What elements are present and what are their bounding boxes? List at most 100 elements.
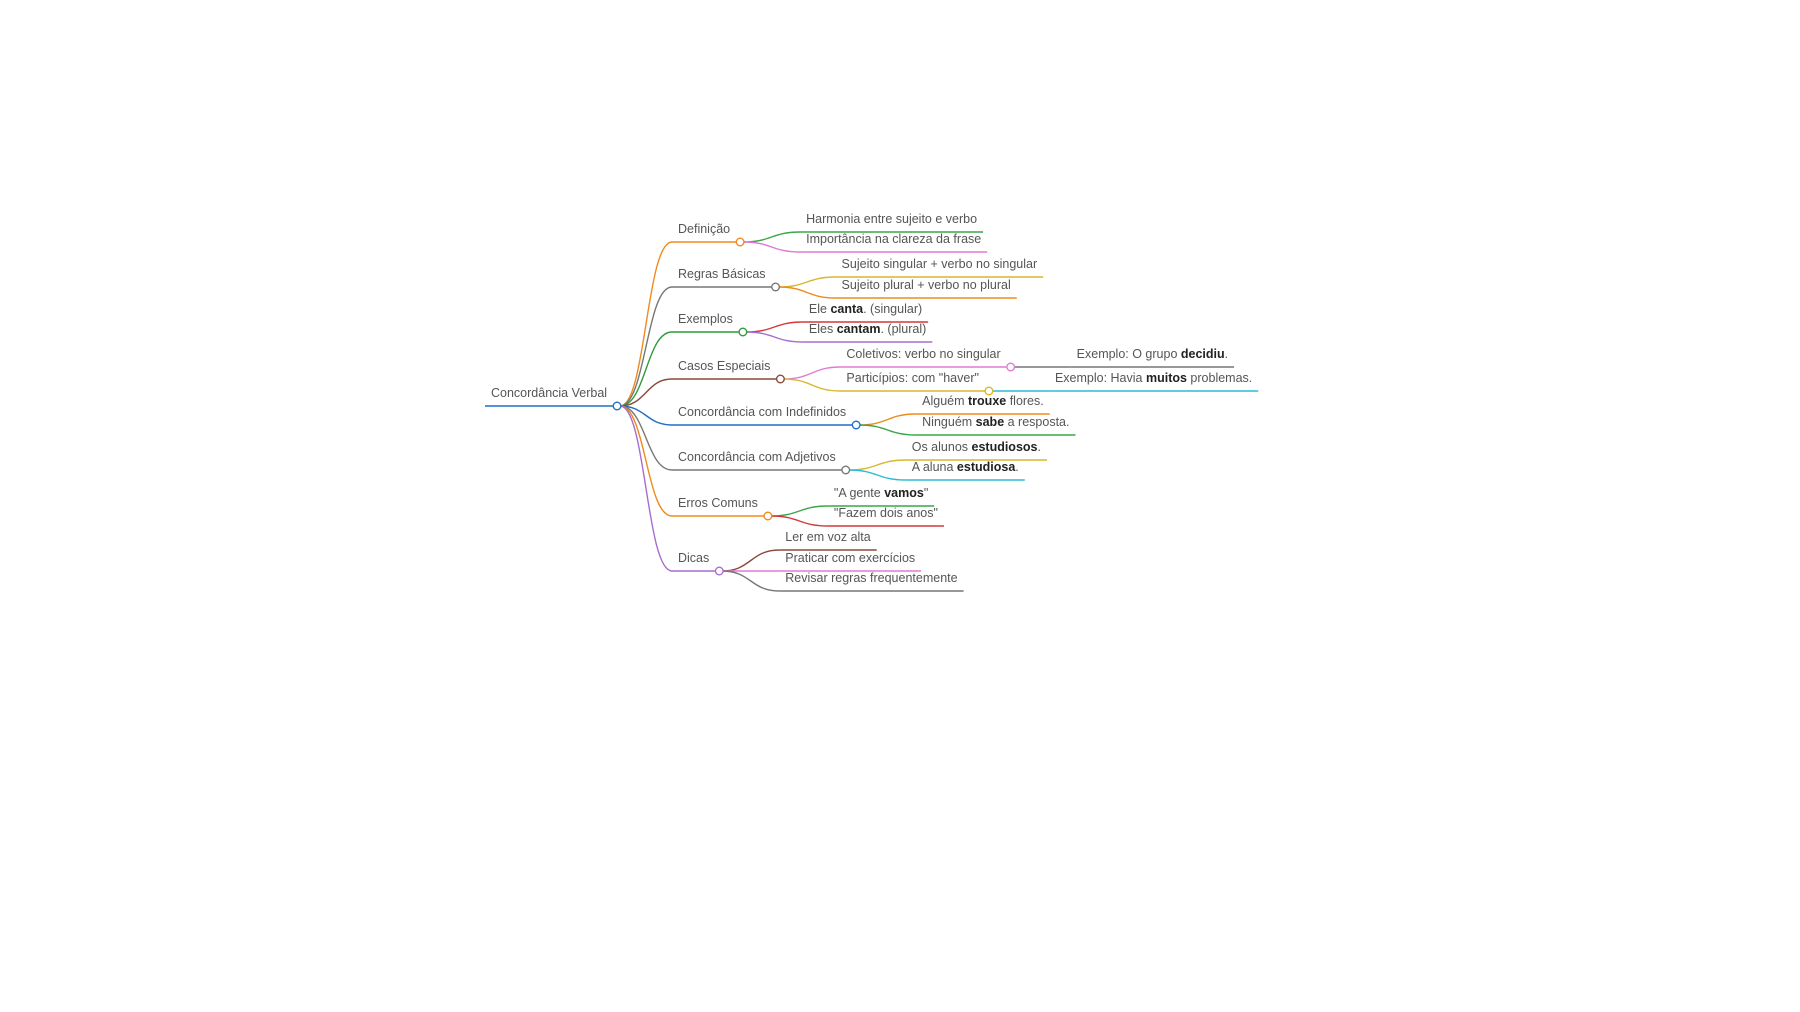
branch-7-toggle-knob[interactable] <box>763 511 773 521</box>
branch-7-child-1-label-part: vamos <box>884 486 924 500</box>
branch-6-label: Concordância com Adjetivos <box>678 450 836 464</box>
branch-8-child-2-label: Praticar com exercícios <box>785 551 915 565</box>
branch-3-child-2-label: Eles cantam. (plural) <box>809 322 926 336</box>
branch-5-child-2-label-part: a resposta. <box>1004 415 1069 429</box>
branch-4-child-2-connector <box>783 378 841 392</box>
branch-3-child-2-label-part: . (plural) <box>880 322 926 336</box>
branch-6-child-1-connector <box>848 459 906 471</box>
branch-7-child-1-label-part: " <box>924 486 928 500</box>
node-layer: Concordância Verbal Definição Harmonia ent… <box>491 212 1252 585</box>
branch-3-child-1-connector <box>745 321 803 333</box>
branch-4-child-1-child-1-label-part: decidiu <box>1181 347 1225 361</box>
branch-3-child-1-label-part: canta <box>830 302 864 316</box>
branch-7-child-2-label-part: "Fazem dois anos" <box>834 506 938 520</box>
branch-5-connector <box>620 405 673 426</box>
branch-6-child-1-label: Os alunos estudiosos. <box>912 440 1041 454</box>
branch-4-child-1-toggle-knob[interactable] <box>1006 362 1016 372</box>
branch-1-label: Definição <box>678 222 730 236</box>
branch-6-toggle-knob[interactable] <box>841 465 851 475</box>
branch-5-child-1-connector <box>859 413 917 426</box>
branch-1-child-1-label: Harmonia entre sujeito e verbo <box>806 212 977 226</box>
branch-4-child-2-child-1-label-part: problemas. <box>1187 371 1252 385</box>
branch-3-child-1-label-part: Ele <box>809 302 831 316</box>
branch-4-label: Casos Especiais <box>678 359 770 373</box>
branch-4-child-1-label: Coletivos: verbo no singular <box>846 347 1000 361</box>
branch-5-toggle-knob[interactable] <box>851 420 861 430</box>
branch-3-child-1-label-part: . (singular) <box>863 302 922 316</box>
branch-1-child-2-connector <box>743 241 801 253</box>
branch-5-child-2-connector <box>859 424 917 436</box>
branch-7-child-1-connector <box>770 505 828 517</box>
branch-4-toggle-knob[interactable] <box>775 374 785 384</box>
branch-5-child-1-label-part: flores. <box>1006 394 1044 408</box>
branch-1-child-1-connector <box>743 231 801 243</box>
branch-6-child-1-label-part: estudiosos <box>972 440 1038 454</box>
branch-4-child-2-child-1-label: Exemplo: Havia muitos problemas. <box>1055 371 1252 385</box>
branch-2-child-1-label-part: Sujeito singular + verbo no singular <box>842 257 1038 271</box>
root-node-label: Concordância Verbal <box>491 386 607 400</box>
branch-8-label: Dicas <box>678 551 709 565</box>
branch-8-connector <box>619 405 673 572</box>
branch-7-connector <box>619 405 673 517</box>
branch-8-toggle-knob[interactable] <box>714 566 724 576</box>
branch-4-child-1-connector <box>783 366 841 380</box>
branch-7-child-1-label: "A gente vamos" <box>834 486 928 500</box>
branch-2-child-1-connector <box>778 276 836 288</box>
branch-5-child-1-label-part: trouxe <box>968 394 1006 408</box>
branch-3-child-2-label-part: cantam <box>837 322 881 336</box>
connector-layer <box>485 231 1259 592</box>
branch-5-child-2-label: Ninguém sabe a resposta. <box>922 415 1069 429</box>
branch-3-child-2-connector <box>745 331 803 343</box>
branch-8-child-1-label-part: Ler em voz alta <box>785 530 871 544</box>
branch-1-child-1-label-part: Harmonia entre sujeito e verbo <box>806 212 977 226</box>
branch-7-child-2-label: "Fazem dois anos" <box>834 506 938 520</box>
branch-2-connector <box>619 286 673 407</box>
branch-5-label: Concordância com Indefinidos <box>678 405 846 419</box>
branch-4-child-2-label: Particípios: com "haver" <box>846 371 979 385</box>
branch-7-child-1-label-part: "A gente <box>834 486 884 500</box>
branch-2-child-2-connector <box>778 286 836 299</box>
branch-8-child-2-label-part: Praticar com exercícios <box>785 551 915 565</box>
branch-6-child-2-label-part: estudiosa <box>957 460 1016 474</box>
branch-4-child-2-child-1-label-part: Exemplo: Havia <box>1055 371 1146 385</box>
branch-8-child-3-label-part: Revisar regras frequentemente <box>785 571 957 585</box>
branch-3-connector <box>619 331 673 407</box>
branch-4-child-1-label-part: Coletivos: verbo no singular <box>846 347 1000 361</box>
branch-6-connector <box>619 405 673 471</box>
branch-1-child-2-label: Importância na clareza da frase <box>806 232 981 246</box>
branch-5-child-2-label-part: Ninguém <box>922 415 976 429</box>
branch-6-child-2-connector <box>848 469 906 481</box>
branch-6-child-2-label: A aluna estudiosa. <box>912 460 1019 474</box>
branch-2-child-2-label: Sujeito plural + verbo no plural <box>842 278 1011 292</box>
branch-3-toggle-knob[interactable] <box>738 327 748 337</box>
branch-3-child-2-label-part: Eles <box>809 322 837 336</box>
branch-1-child-2-label-part: Importância na clareza da frase <box>806 232 981 246</box>
branch-1-connector <box>619 241 673 407</box>
branch-2-child-2-label-part: Sujeito plural + verbo no plural <box>842 278 1011 292</box>
branch-6-child-2-label-part: A aluna <box>912 460 957 474</box>
branch-8-child-3-label: Revisar regras frequentemente <box>785 571 957 585</box>
branch-8-child-3-connector <box>722 570 780 592</box>
branch-5-child-2-label-part: sabe <box>976 415 1005 429</box>
branch-6-child-1-label-part: Os alunos <box>912 440 972 454</box>
branch-2-toggle-knob[interactable] <box>771 282 781 292</box>
branch-7-child-2-connector <box>770 515 828 527</box>
branch-6-child-2-label-part: . <box>1015 460 1018 474</box>
branch-4-child-2-label-part: Particípios: com "haver" <box>846 371 979 385</box>
branch-4-child-2-toggle-knob[interactable] <box>984 386 994 396</box>
branch-4-child-1-child-1-label: Exemplo: O grupo decidiu. <box>1077 347 1228 361</box>
branch-5-child-1-label-part: Alguém <box>922 394 968 408</box>
branch-3-child-1-label: Ele canta. (singular) <box>809 302 922 316</box>
branch-8-child-1-label: Ler em voz alta <box>785 530 871 544</box>
branch-4-connector <box>620 378 673 407</box>
branch-3-label: Exemplos <box>678 312 733 326</box>
branch-6-child-1-label-part: . <box>1038 440 1041 454</box>
branch-4-child-1-child-1-label-part: Exemplo: O grupo <box>1077 347 1181 361</box>
root-node-toggle-knob[interactable] <box>612 401 622 411</box>
branch-4-child-1-child-1-label-part: . <box>1225 347 1228 361</box>
branch-1-toggle-knob[interactable] <box>735 237 745 247</box>
branch-2-child-1-label: Sujeito singular + verbo no singular <box>842 257 1038 271</box>
branch-8-child-1-connector <box>722 549 780 572</box>
branch-7-label: Erros Comuns <box>678 496 758 510</box>
